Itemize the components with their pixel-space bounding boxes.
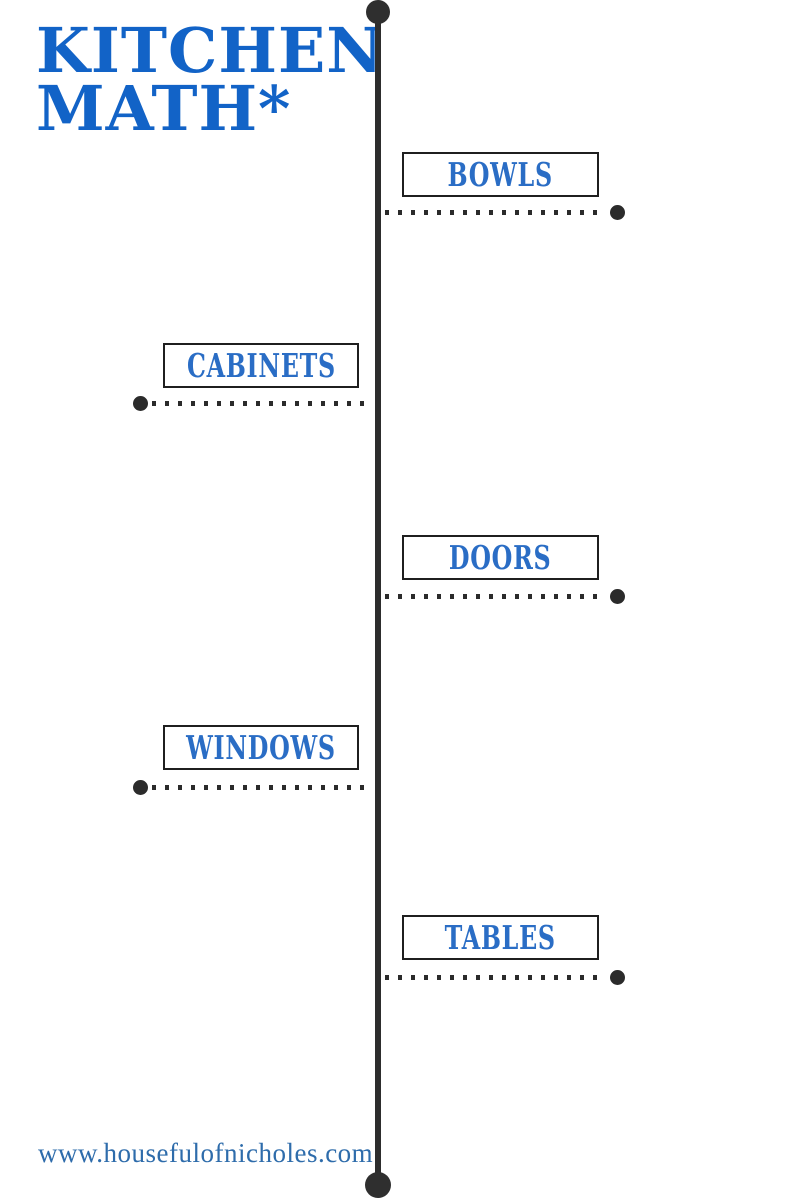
dotted-leader-cabinets	[152, 401, 373, 406]
label-box-windows: WINDOWS	[163, 725, 359, 770]
label-cabinets: CABINETS	[186, 346, 336, 385]
leader-end-dot-cabinets	[133, 396, 148, 411]
leader-end-dot-windows	[133, 780, 148, 795]
label-tables: TABLES	[444, 918, 557, 957]
page-title: KITCHEN MATH*	[36, 14, 384, 145]
page-title-line1: KITCHEN	[36, 14, 384, 87]
leader-end-dot-bowls	[610, 205, 625, 220]
timeline-line	[375, 11, 381, 1185]
timeline-top-endpoint-dot	[366, 0, 390, 24]
dotted-leader-doors	[385, 594, 606, 599]
dotted-leader-bowls	[385, 210, 606, 215]
website-url: www.housefulofnicholes.com	[38, 1138, 374, 1168]
label-box-doors: DOORS	[402, 535, 599, 580]
label-box-cabinets: CABINETS	[163, 343, 359, 388]
dotted-leader-tables	[385, 975, 606, 980]
leader-end-dot-doors	[610, 589, 625, 604]
label-doors: DOORS	[449, 538, 552, 577]
label-windows: WINDOWS	[186, 728, 336, 767]
label-box-bowls: BOWLS	[402, 152, 599, 197]
dotted-leader-windows	[152, 785, 373, 790]
timeline-bottom-endpoint-dot	[365, 1172, 391, 1198]
label-bowls: BOWLS	[447, 155, 554, 194]
label-box-tables: TABLES	[402, 915, 599, 960]
leader-end-dot-tables	[610, 970, 625, 985]
page-title-line2: MATH*	[36, 72, 292, 145]
